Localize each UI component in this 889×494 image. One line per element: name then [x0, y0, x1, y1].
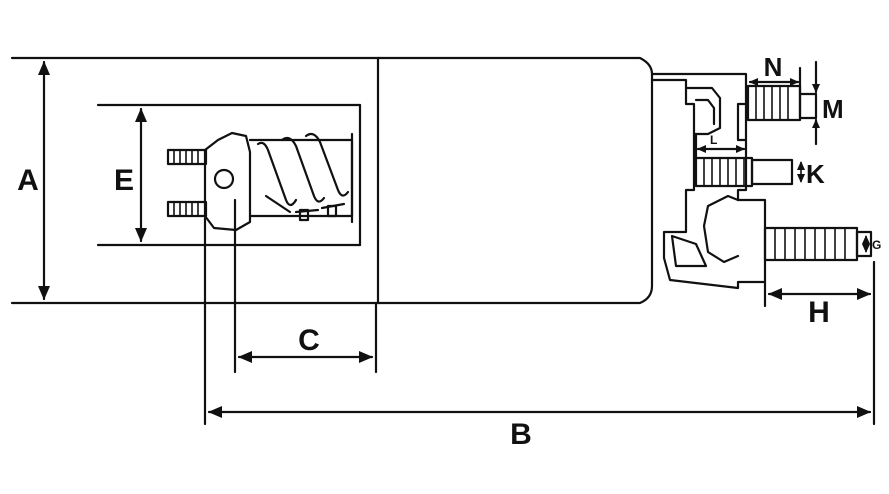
- dimension-k: K: [797, 159, 825, 189]
- small-terminal-middle: [694, 156, 794, 188]
- small-terminal-upper: [746, 84, 818, 122]
- dimension-l: L: [694, 132, 746, 160]
- dimension-label-h: H: [808, 296, 830, 329]
- dimension-h: H: [763, 280, 872, 329]
- dimension-label-k: K: [806, 159, 825, 189]
- dimension-n: N: [748, 52, 802, 96]
- plunger-stud-upper: [166, 148, 208, 166]
- dimension-label-a: A: [17, 164, 39, 197]
- dimension-g: G: [862, 235, 881, 253]
- dimension-label-g: G: [872, 238, 881, 252]
- dimension-label-m: M: [822, 94, 844, 124]
- dimension-label-l: L: [710, 133, 717, 147]
- rear-cap: [650, 72, 767, 290]
- dimension-a: A: [17, 60, 50, 301]
- plunger-assembly: [166, 131, 354, 232]
- dimension-label-n: N: [764, 52, 783, 82]
- main-terminal-stud: [763, 226, 873, 262]
- dimension-e: E: [114, 107, 147, 243]
- dimension-c: C: [233, 198, 378, 374]
- dimension-b: B: [203, 216, 876, 451]
- dimension-label-e: E: [114, 164, 134, 197]
- dimension-m: M: [812, 60, 844, 146]
- solenoid-body: [10, 56, 654, 305]
- dimension-label-b: B: [510, 418, 532, 451]
- plunger-stud-lower: [166, 200, 208, 218]
- dimension-label-c: C: [298, 324, 320, 357]
